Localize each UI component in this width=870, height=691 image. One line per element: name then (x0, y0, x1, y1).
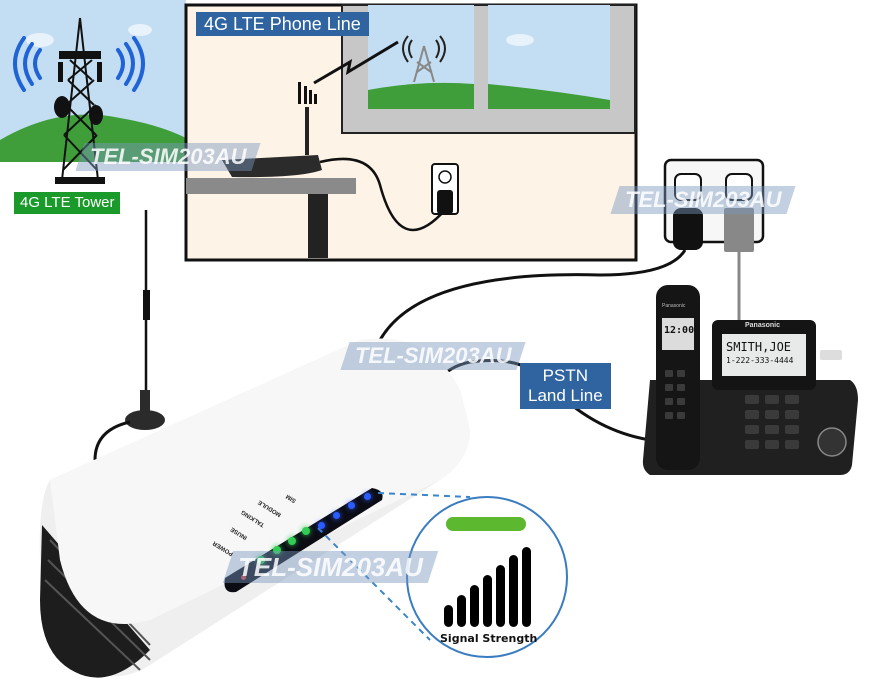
signal-bars-icon (444, 545, 534, 627)
signal-bar-1 (444, 605, 453, 627)
phone-brand: Panasonic (745, 322, 781, 329)
antenna-icon (93, 210, 165, 461)
handset-brand: Panasonic (662, 303, 686, 309)
signal-bar-5 (496, 565, 505, 627)
keypad (665, 370, 799, 449)
gsm-gateway-device (39, 338, 470, 678)
distant-tower-icon (402, 35, 446, 83)
signal-bar-3 (470, 585, 479, 627)
led-signal-2 (333, 512, 340, 519)
radio-waves-icon (13, 36, 145, 92)
pstn-label-line2: Land Line (528, 386, 603, 405)
watermark: TEL-SIM203AU (222, 551, 439, 583)
led-module (288, 537, 296, 545)
led-signal-4 (364, 493, 371, 500)
led-strip (224, 488, 383, 593)
phone-line-label: 4G LTE Phone Line (196, 12, 369, 36)
signal-indicator-bar (446, 517, 526, 531)
room-scene (184, 3, 638, 262)
dual-outlet-icon (663, 158, 765, 320)
pstn-label-line1: PSTN (542, 366, 589, 385)
led-power (241, 575, 246, 580)
pstn-label: PSTN Land Line (520, 363, 611, 409)
led-talking (273, 546, 281, 554)
tower-scene (0, 0, 186, 184)
phone-display-number: 1-222-333-4444 (726, 356, 794, 365)
wall-outlet-icon (431, 163, 459, 215)
watermark: TEL-SIM203AU (340, 342, 527, 370)
tower-label: 4G LTE Tower (14, 192, 121, 214)
led-sim (302, 527, 310, 535)
phone-display-name: SMITH,JOE (726, 340, 792, 354)
led-signal-3 (348, 502, 355, 509)
watermark: TEL-SIM203AU (75, 143, 262, 171)
led-signal-1 (318, 522, 325, 529)
cordless-phone-icon (642, 285, 858, 475)
signal-bar-4 (483, 575, 492, 627)
signal-strength-label: Signal Strength (440, 632, 538, 645)
handset-time: 12:00 (664, 325, 695, 336)
signal-bar-6 (509, 555, 518, 627)
room-router-icon (222, 82, 322, 178)
cell-tower-icon (55, 17, 105, 184)
watermark: TEL-SIM203AU (610, 186, 797, 214)
signal-bar-2 (457, 595, 466, 627)
led-inuse (257, 556, 265, 564)
signal-bar-7 (522, 547, 531, 627)
